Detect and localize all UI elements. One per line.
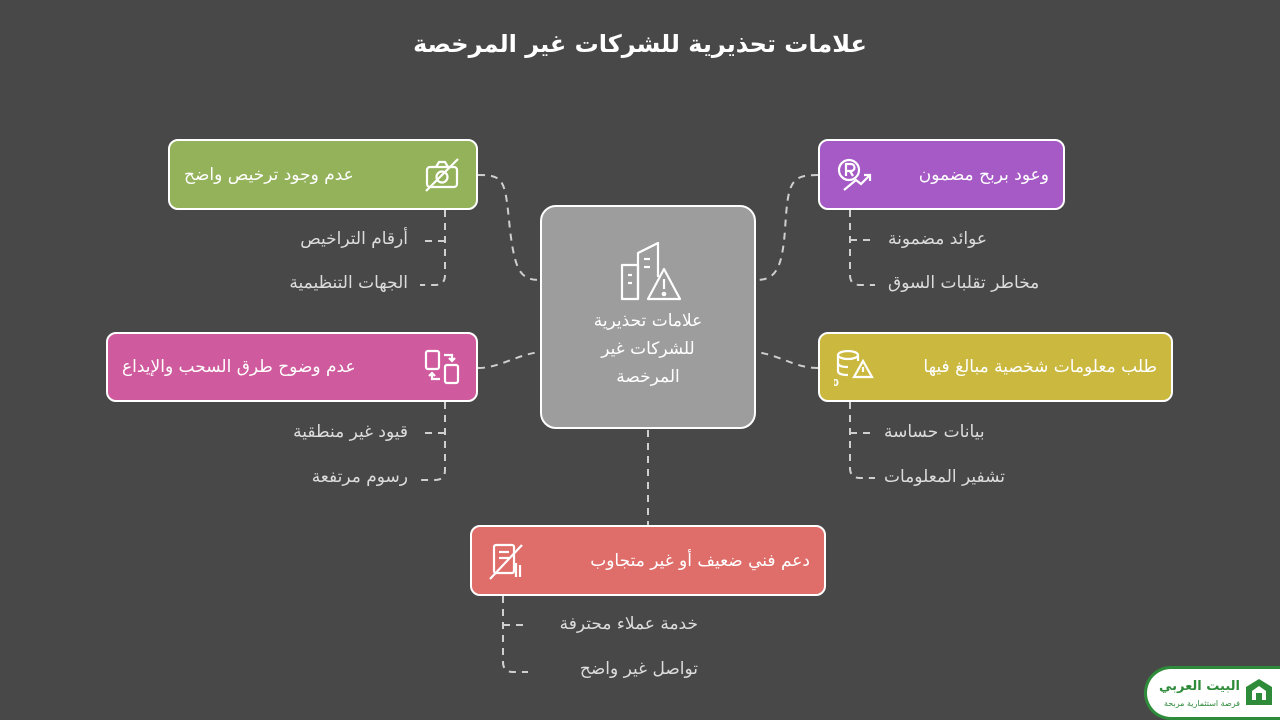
page-title: علامات تحذيرية للشركات غير المرخصة <box>413 30 867 58</box>
node-personal-info: طلب معلومات شخصية مبالغ فيها 500 <box>818 332 1173 402</box>
sub-item: بيانات حساسة <box>884 422 985 442</box>
warning-buildings-icon <box>620 241 682 301</box>
database-warning-icon: 500 <box>834 347 874 387</box>
transfer-devices-icon <box>422 347 462 387</box>
brand-logo: البيت العربي فرصة استثمارية مربحة <box>1144 666 1280 720</box>
sub-item: عوائد مضمونة <box>888 229 988 249</box>
house-logo-icon <box>1246 679 1272 705</box>
node-label: وعود بربح مضمون <box>918 164 1049 185</box>
no-camera-icon <box>422 155 462 195</box>
sub-item: أرقام التراخيص <box>300 229 408 249</box>
center-line-3: المرخصة <box>616 367 680 387</box>
sub-item: قيود غير منطقية <box>293 422 408 442</box>
node-guaranteed-profit: وعود بربح مضمون <box>818 139 1065 210</box>
node-withdrawal: عدم وضوح طرق السحب والإيداع <box>106 332 478 402</box>
node-label: دعم فني ضعيف أو غير متجاوب <box>590 550 810 571</box>
node-label: عدم وجود ترخيص واضح <box>184 164 354 185</box>
center-line-2: للشركات غير <box>601 339 695 359</box>
sub-item: الجهات التنظيمية <box>289 273 408 293</box>
sub-item: تواصل غير واضح <box>579 659 698 679</box>
sub-item: رسوم مرتفعة <box>311 467 408 487</box>
registered-trend-icon <box>834 155 874 195</box>
logo-tagline: فرصة استثمارية مربحة <box>1164 699 1240 708</box>
sub-item: تشفير المعلومات <box>884 467 1006 487</box>
logo-name: البيت العربي <box>1158 679 1240 694</box>
node-label: عدم وضوح طرق السحب والإيداع <box>122 357 356 377</box>
no-document-icon <box>486 541 526 581</box>
node-support: دعم فني ضعيف أو غير متجاوب <box>470 525 826 596</box>
sub-item: خدمة عملاء محترفة <box>559 614 698 634</box>
center-label: علامات تحذيرية للشركات غير المرخصة <box>542 307 754 391</box>
node-label: طلب معلومات شخصية مبالغ فيها <box>923 357 1157 377</box>
node-no-license: عدم وجود ترخيص واضح <box>168 139 478 210</box>
center-node: علامات تحذيرية للشركات غير المرخصة <box>540 205 756 429</box>
sub-item: مخاطر تقلبات السوق <box>888 273 1040 293</box>
center-line-1: علامات تحذيرية <box>593 311 703 331</box>
svg-text:500: 500 <box>834 378 839 387</box>
